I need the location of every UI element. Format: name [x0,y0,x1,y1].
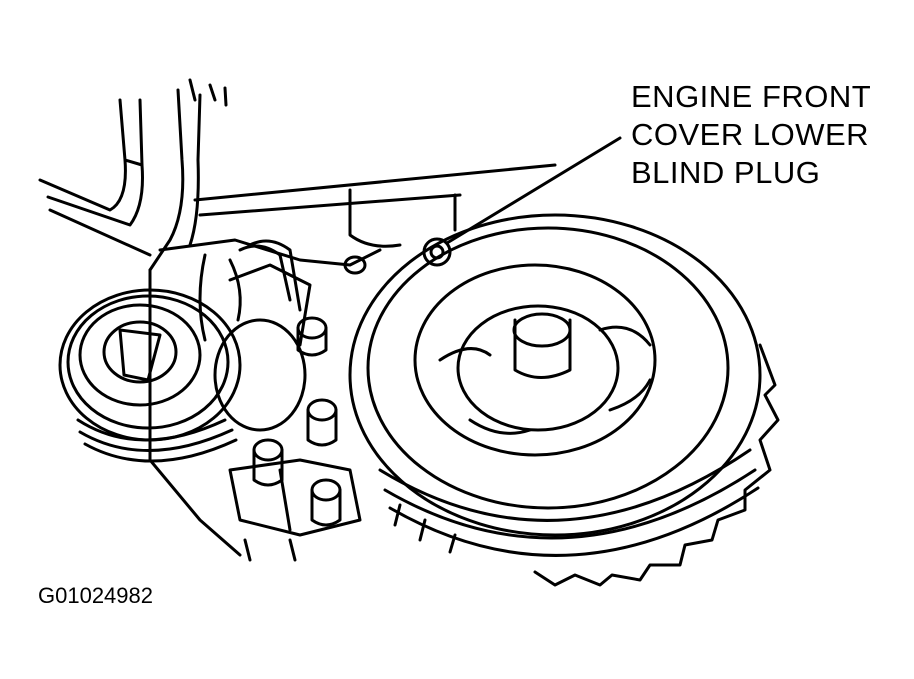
engine-block [150,165,555,555]
callout-label: ENGINE FRONT COVER LOWER BLIND PLUG [631,78,871,192]
lower-bracket [230,460,360,560]
callout-line-2: COVER LOWER [631,117,870,152]
crankshaft-pulley [350,215,760,555]
callout-line-1: ENGINE FRONT [631,79,872,114]
coolant-pipes [40,80,226,270]
mounting-bolts [254,257,365,525]
figure-id: G01024982 [38,583,153,608]
callout-line-3: BLIND PLUG [631,155,821,190]
callout-leader-line [447,138,620,243]
crankshaft-trigger-wheel [395,345,778,585]
blind-plug [424,239,450,265]
idler-pulley [60,290,240,461]
tensioner-assembly [215,246,310,430]
